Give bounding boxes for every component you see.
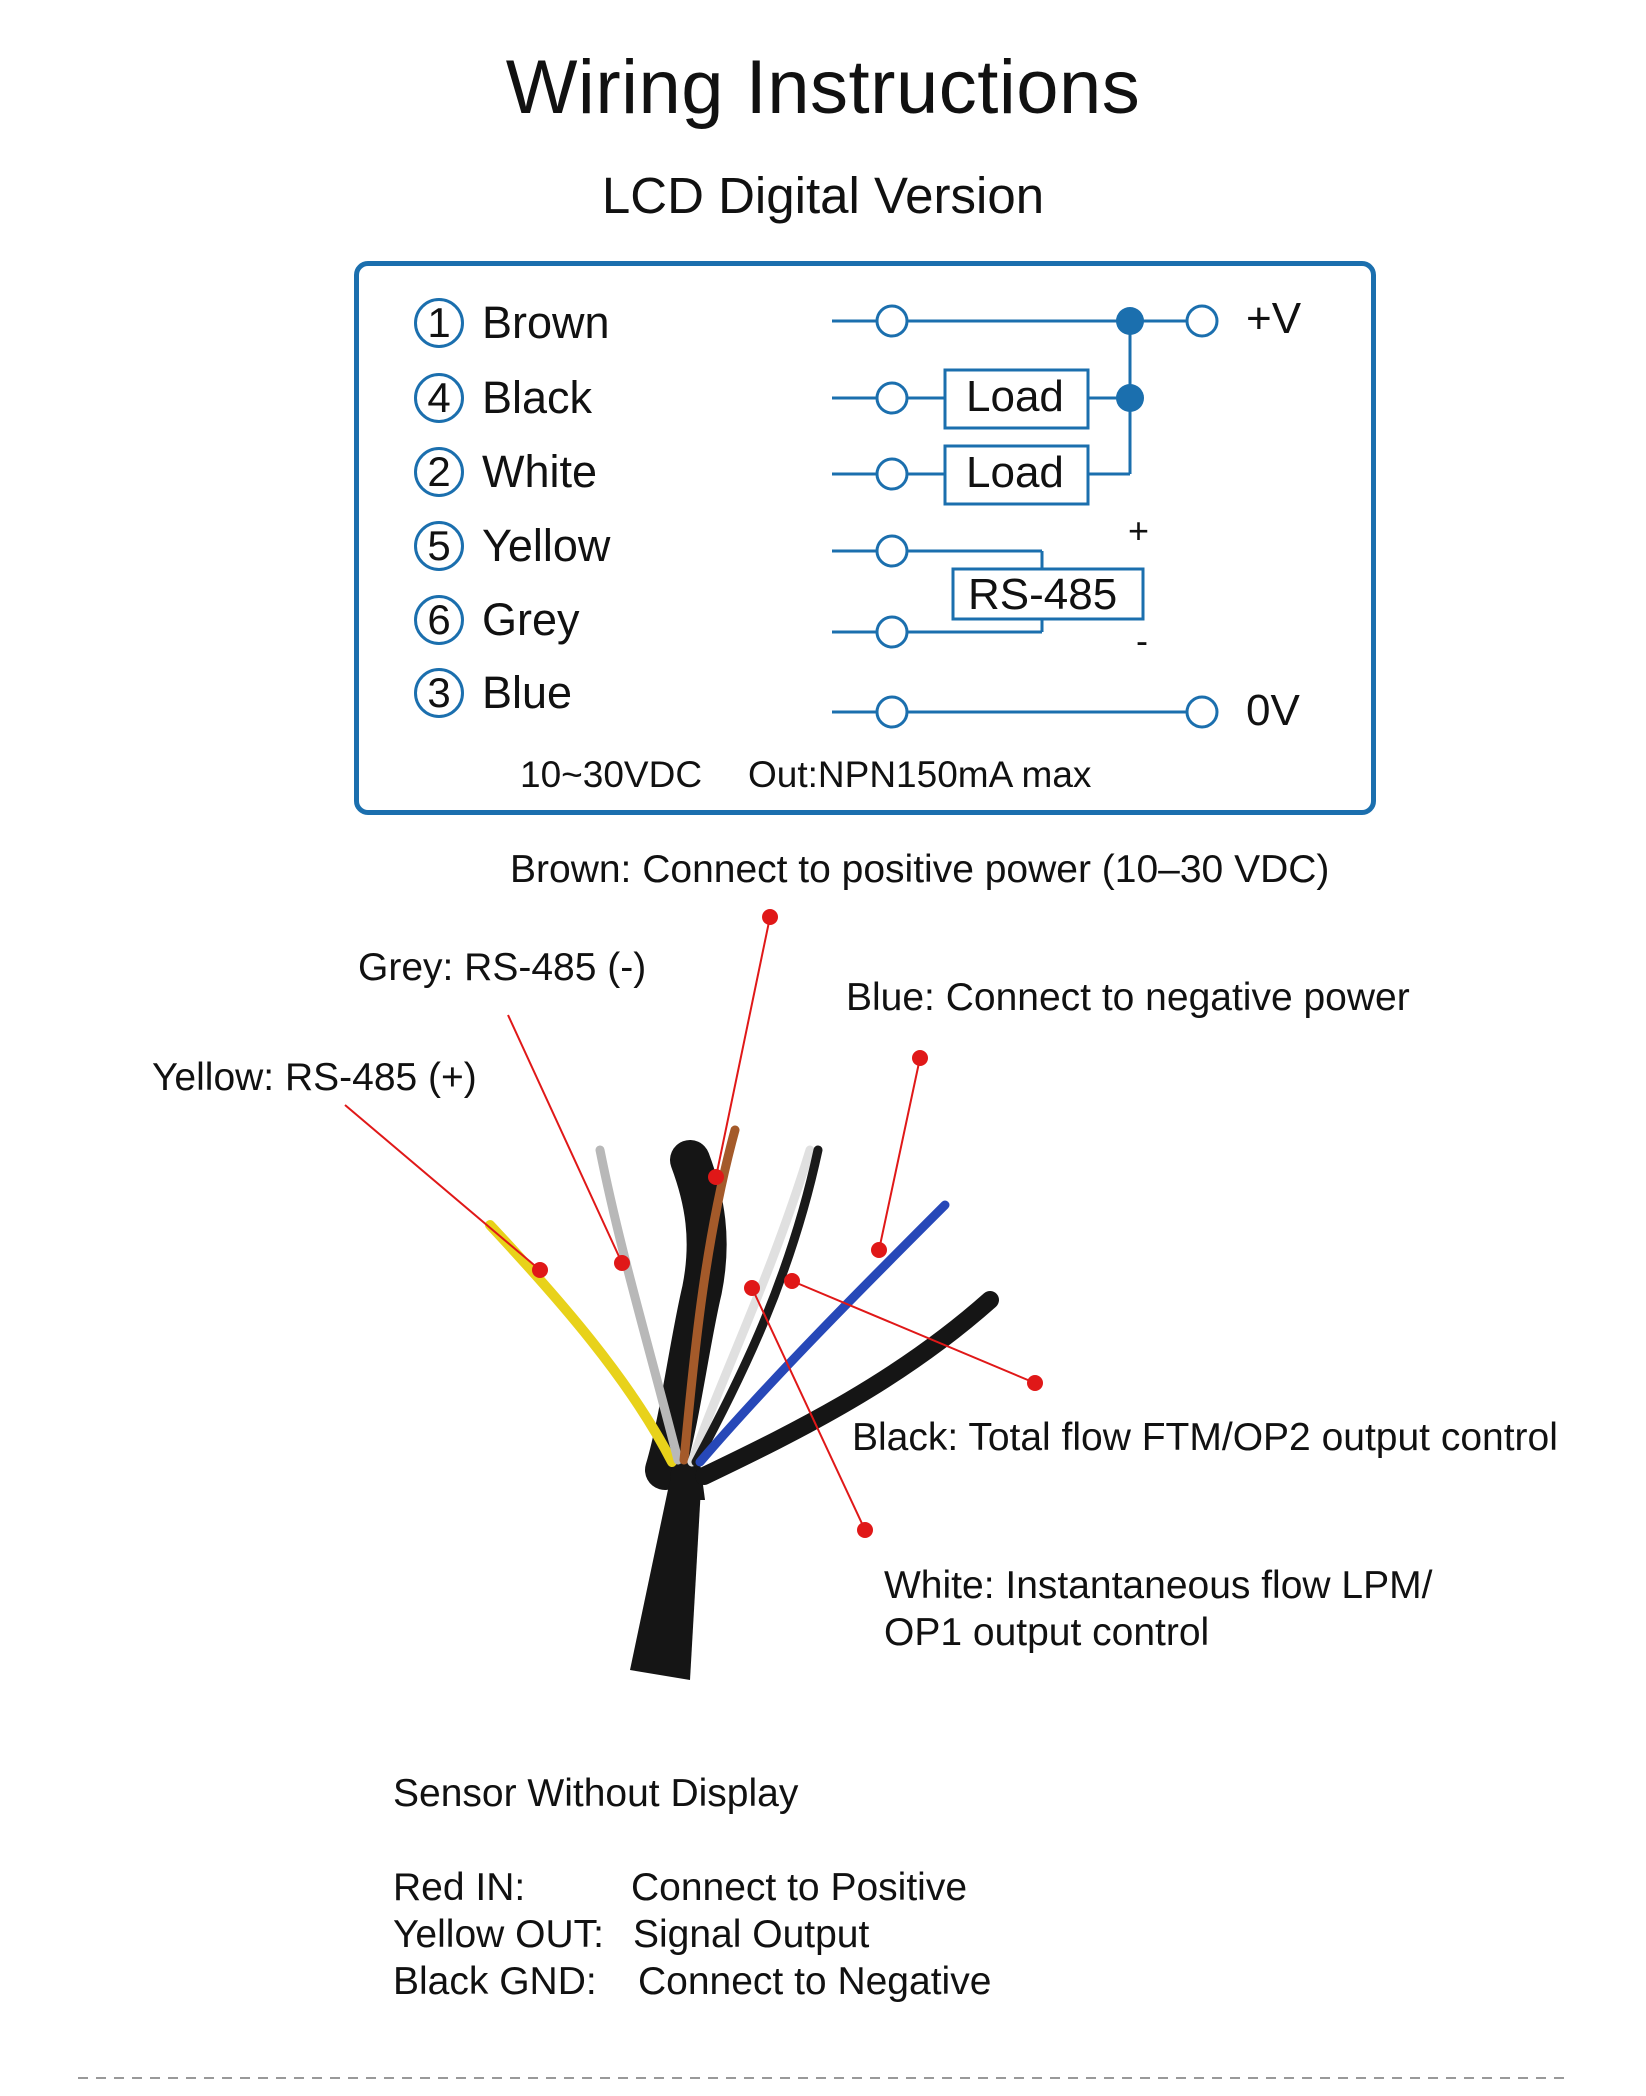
note-label-black: Black GND: [393, 1960, 597, 2003]
wire-name-label: Blue [482, 667, 573, 718]
sensor-without-display-heading: Sensor Without Display [393, 1772, 799, 1815]
wiring-diagram-panel [354, 261, 1376, 815]
junction-dot-2 [1116, 384, 1144, 412]
wire-row-white: 2 White [414, 442, 597, 502]
note-label-yellow: Yellow OUT: [393, 1913, 604, 1956]
callout-yellow: Yellow: RS-485 (+) [152, 1056, 477, 1099]
voltage-spec: 10~30VDC [520, 754, 703, 795]
wire-name-label: Grey [482, 594, 580, 645]
callout-grey: Grey: RS-485 (-) [358, 946, 647, 989]
wire-row-yellow: 5 Yellow [414, 516, 610, 576]
plus-v-label: +V [1246, 294, 1302, 343]
junction-dot-1 [1116, 307, 1144, 335]
wire-number-badge: 1 [414, 298, 464, 348]
wire-number-badge: 4 [414, 373, 464, 423]
note-value-red: Connect to Positive [631, 1866, 968, 1909]
wire-number-badge: 3 [414, 668, 464, 718]
rs485-box [951, 567, 1145, 621]
callout-white-line-1: White: Instantaneous flow LPM/ [884, 1564, 1433, 1607]
wire-number-badge: 2 [414, 447, 464, 497]
callout-black: Black: Total flow FTM/OP2 output control [852, 1416, 1558, 1459]
wire-number-badge: 5 [414, 521, 464, 571]
wire-name-label: White [482, 446, 598, 497]
rs485-label: RS-485 [968, 570, 1118, 619]
page-title: Wiring Instructions [505, 45, 1141, 130]
wire-row-grey: 6 Grey [414, 590, 580, 650]
load-label-2: Load [966, 448, 1064, 497]
callout-brown: Brown: Connect to positive power (10–30 … [510, 848, 1330, 891]
load-label-1: Load [966, 372, 1064, 421]
note-value-yellow: Signal Output [633, 1913, 870, 1956]
rs485-minus-label: - [1136, 620, 1148, 661]
callout-white-line-2: OP1 output control [884, 1611, 1210, 1654]
pointer-lines [344, 916, 1036, 1531]
circuit-schematic [832, 304, 1219, 729]
callout-blue: Blue: Connect to negative power [846, 976, 1410, 1019]
pointer-dots [532, 909, 1043, 1538]
wire-row-black: 4 Black [414, 368, 592, 428]
wire-name-label: Yellow [482, 520, 611, 571]
output-spec: Out:NPN150mA max [748, 754, 1092, 795]
note-label-red: Red IN: [393, 1866, 526, 1909]
wire-name-label: Brown [482, 297, 610, 348]
zero-v-label: 0V [1246, 686, 1300, 735]
wire-row-brown: 1 Brown [414, 293, 610, 353]
note-value-black: Connect to Negative [638, 1960, 992, 2003]
wire-row-blue: 3 Blue [414, 663, 572, 723]
wire-number-badge: 6 [414, 595, 464, 645]
wire-name-label: Black [482, 372, 593, 423]
rs485-plus-label: + [1128, 510, 1150, 551]
page-subtitle: LCD Digital Version [601, 167, 1045, 224]
